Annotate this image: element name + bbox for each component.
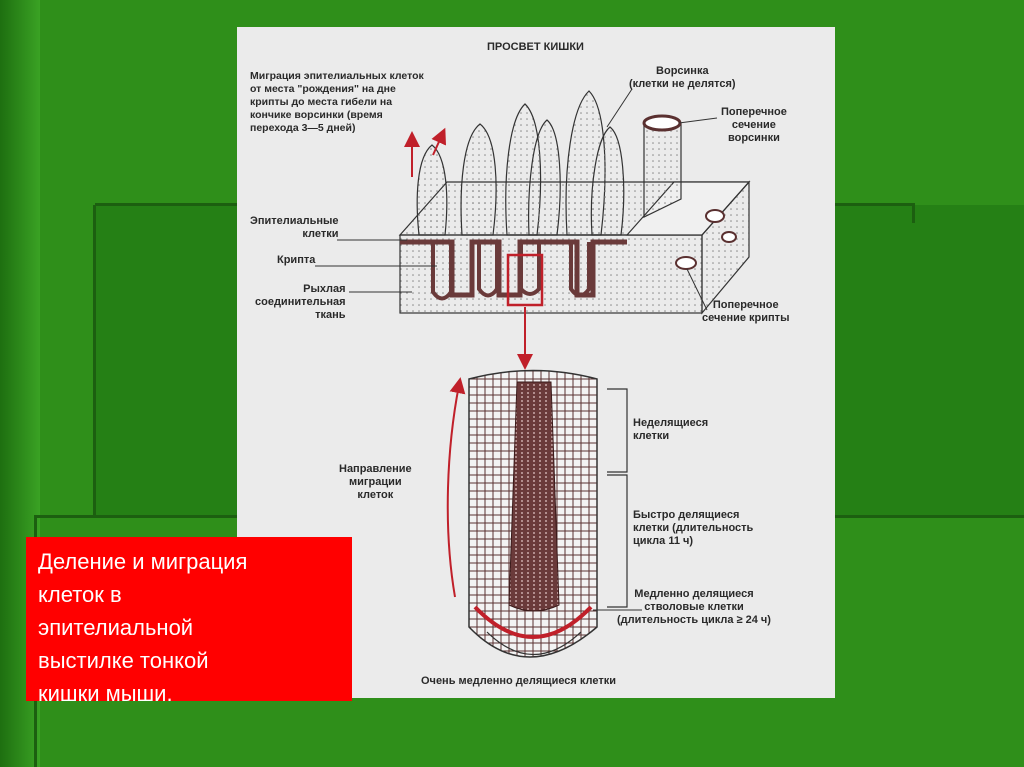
villus-cut-top [644,116,680,130]
label-very-slow: Очень медленно делящиеся клетки [421,675,616,688]
migration-direction-arrow [448,385,459,597]
background-line-vertical [93,205,96,517]
figure-title: ПРОСВЕТ КИШКИ [487,41,584,54]
label-migration: Миграция эпителиальных клеток от места "… [250,70,424,135]
label-migration-direction: Направление миграции клеток [339,463,412,502]
label-crypt-section: Поперечное сечение крипты [702,299,789,325]
label-villus-section: Поперечное сечение ворсинки [721,106,787,145]
leader-villus [607,89,632,127]
label-crypt: Крипта [277,254,315,267]
slide-caption-box: Деление и миграция клеток в эпителиально… [26,537,352,701]
villus-1 [417,145,447,235]
label-epithelial-cells: Эпителиальные клетки [250,215,339,241]
label-fast-dividing: Быстро делящиеся клетки (длительность ци… [633,509,753,548]
label-non-dividing: Неделящиеся клетки [633,417,708,443]
background-line-right [912,203,915,223]
tissue-block-front [400,235,702,313]
crypt-cross-section-2 [722,232,736,242]
villus-2 [461,124,496,235]
leader-villus-section [679,118,717,123]
label-slow-dividing: Медленно делящиеся стволовые клетки (дли… [617,588,771,627]
slide-caption: Деление и миграция клеток в эпителиально… [38,545,340,710]
label-villus: Ворсинка (клетки не делятся) [629,65,736,91]
crypt-cross-section-1 [676,257,696,269]
villus-cut [644,119,681,217]
crypt-enlarged-lumen [509,382,559,611]
villus-cross-section [706,210,724,222]
label-connective-tissue: Рыхлая соединительная ткань [255,283,346,322]
bracket-non-dividing [607,389,627,472]
